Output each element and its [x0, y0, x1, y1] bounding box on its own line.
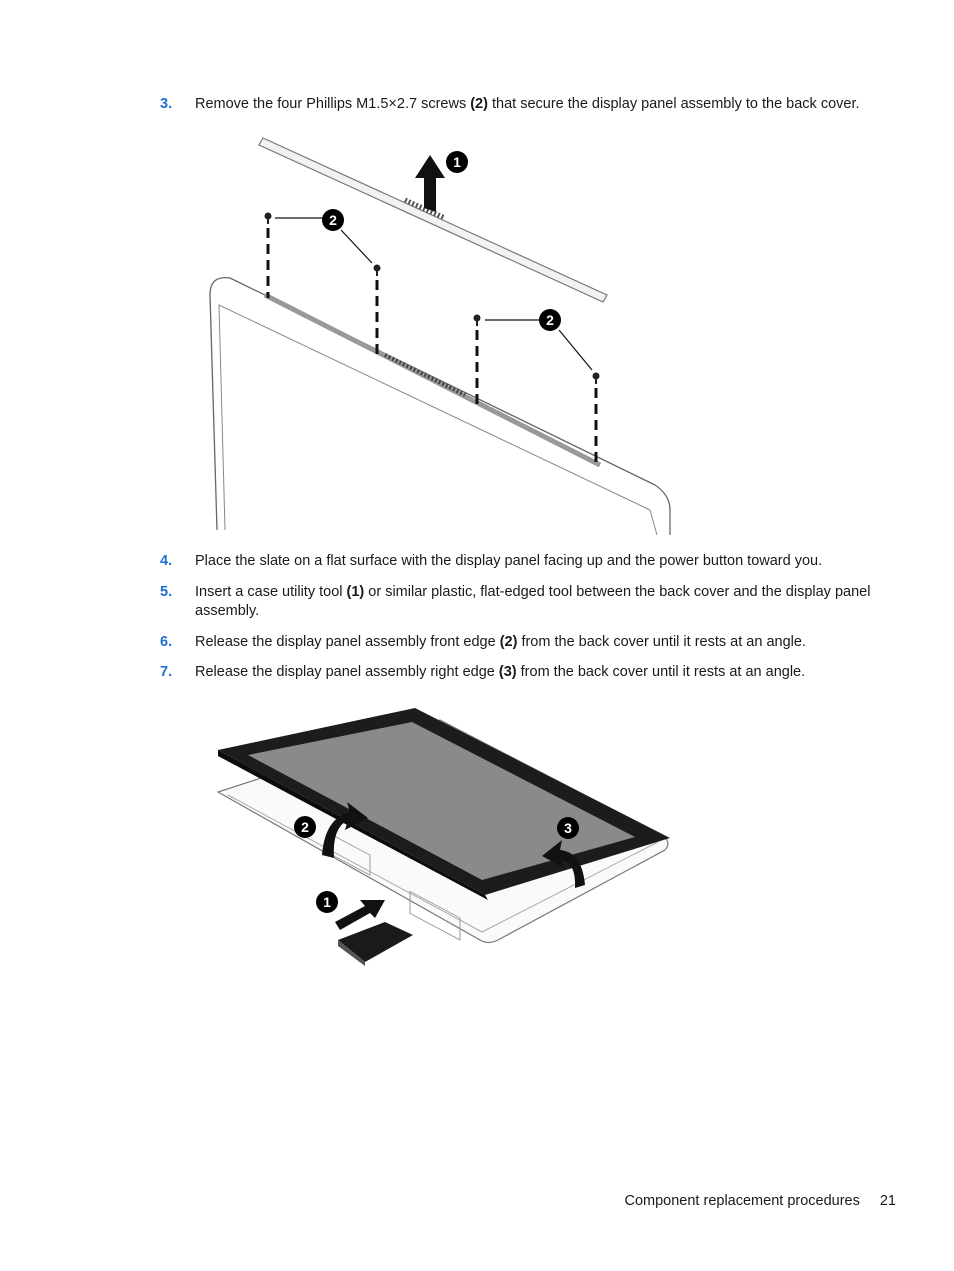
footer-section: Component replacement procedures [624, 1193, 860, 1209]
step-7: 7. Release the display panel assembly ri… [160, 663, 900, 682]
step-text: Release the display panel assembly right… [195, 664, 806, 680]
step-3: 3. Remove the four Phillips M1.5×2.7 scr… [160, 95, 900, 114]
step-number: 7. [160, 664, 173, 680]
step-number: 4. [160, 553, 173, 569]
step-number: 3. [160, 96, 173, 112]
callout-2-left: 2 [275, 209, 373, 264]
page-footer: Component replacement procedures 21 [625, 1193, 897, 1209]
callout-2: 2 [294, 816, 316, 838]
step-text: Remove the four Phillips M1.5×2.7 screws… [195, 96, 860, 112]
svg-text:3: 3 [564, 820, 572, 836]
step-5: 5. Insert a case utility tool (1) or sim… [160, 583, 900, 621]
step-text: Release the display panel assembly front… [195, 634, 806, 650]
callout-1: 1 [446, 151, 468, 173]
screw-guides [266, 228, 598, 468]
step-text: Insert a case utility tool (1) or simila… [195, 584, 871, 619]
step-number: 6. [160, 634, 173, 650]
step-number: 5. [160, 584, 173, 600]
case-utility-tool [338, 922, 413, 966]
callout-3: 3 [557, 817, 579, 839]
svg-text:2: 2 [546, 312, 554, 328]
callout-1: 1 [316, 891, 338, 913]
page-number: 21 [879, 1193, 896, 1209]
svg-text:1: 1 [323, 894, 331, 910]
callout-2-right: 2 [485, 309, 593, 371]
display-frame [209, 276, 671, 536]
step-text: Place the slate on a flat surface with t… [195, 553, 823, 569]
step-4: 4. Place the slate on a flat surface wit… [160, 552, 900, 571]
svg-text:2: 2 [329, 212, 337, 228]
display-strip [258, 137, 608, 303]
arrow-right-icon [335, 900, 385, 930]
curved-arrow-icon [322, 802, 585, 888]
lift-arrow-icon [415, 155, 445, 212]
svg-text:2: 2 [301, 819, 309, 835]
screw-icon [264, 212, 600, 384]
step-6: 6. Release the display panel assembly fr… [160, 633, 900, 652]
figure-display-release: 1 2 3 [216, 708, 670, 966]
figure-screw-removal: 1 2 2 [209, 137, 671, 536]
svg-text:1: 1 [453, 154, 461, 170]
